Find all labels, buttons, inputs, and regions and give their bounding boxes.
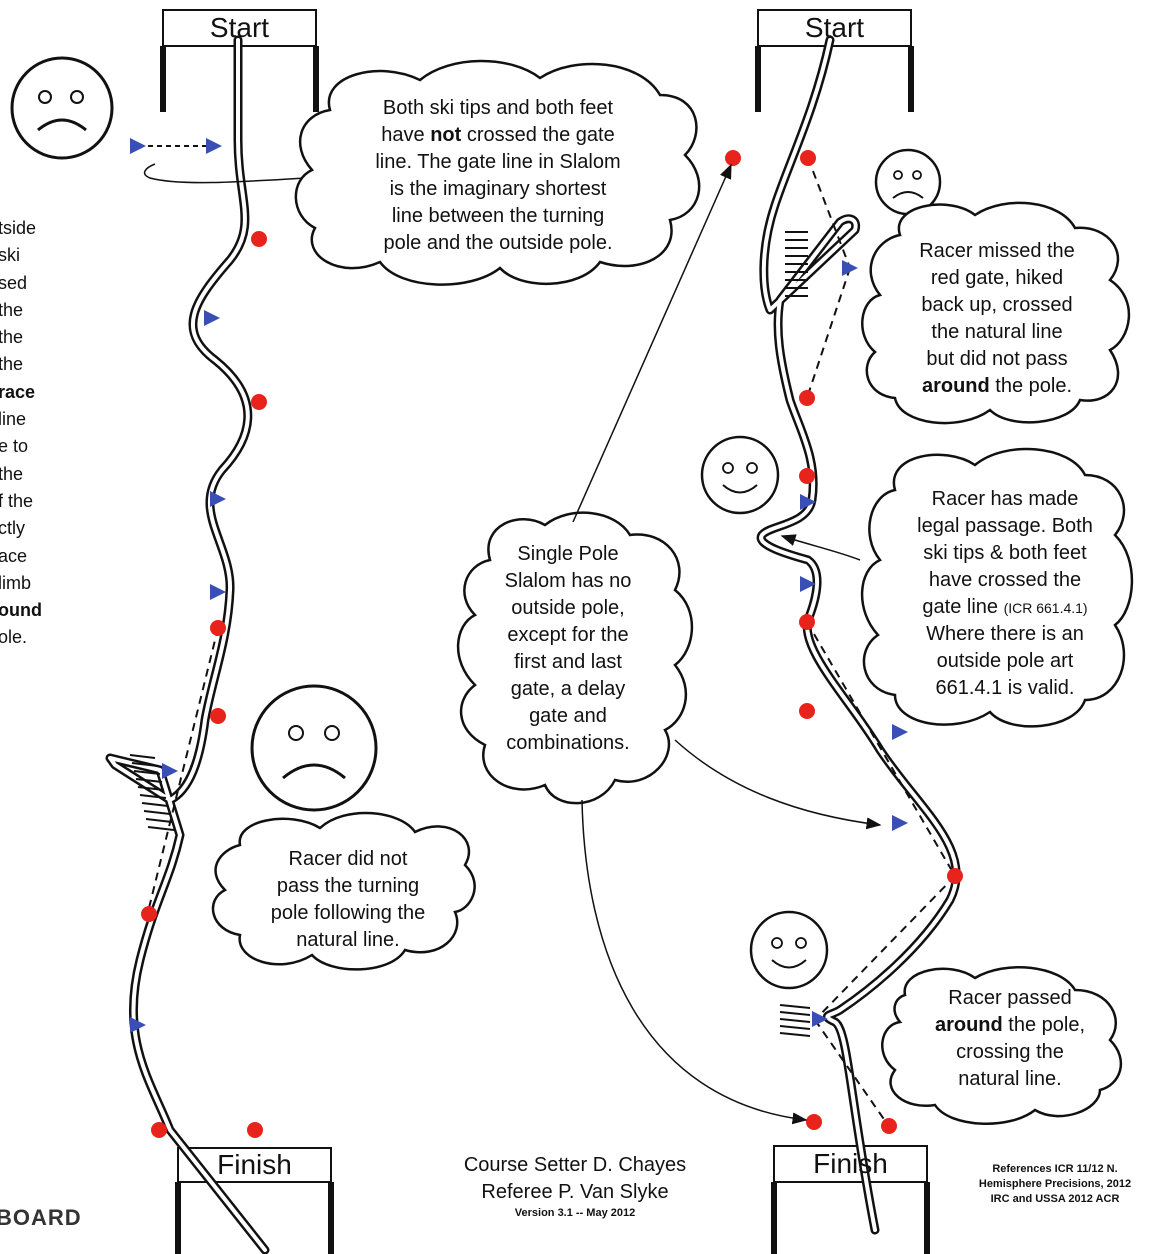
blue-flag — [206, 138, 222, 154]
red-gate — [799, 390, 815, 406]
not-passed-bubble-text: Racer did not pass the turning pole foll… — [270, 848, 426, 951]
logo-text: BOARD — [0, 1205, 82, 1230]
red-gate — [210, 708, 226, 724]
finish-label-left: Finish — [217, 1149, 292, 1180]
red-gate — [881, 1118, 897, 1134]
blue-flag — [210, 491, 226, 507]
cloud-bubble-gate-line — [294, 59, 701, 286]
credits: Course Setter D. Chayes Referee P. Van S… — [420, 1152, 730, 1221]
blue-flag — [162, 763, 178, 779]
blue-flag — [842, 260, 858, 276]
blue-flag — [892, 724, 908, 740]
sad-face-icon — [10, 56, 114, 160]
happy-face-icon — [700, 435, 780, 515]
ski-track-right — [756, 35, 961, 1235]
sad-face-icon — [250, 684, 378, 812]
around-bubble-text: Racer passed around the pole, crossing t… — [934, 987, 1086, 1090]
dashed-line-left-lower — [147, 627, 219, 913]
red-gate — [251, 231, 267, 247]
cloud-bubble-legal — [860, 447, 1134, 728]
red-gate — [251, 394, 267, 410]
red-gate — [806, 1114, 822, 1130]
red-gate — [800, 150, 816, 166]
cloud-bubble-around — [881, 966, 1122, 1125]
red-gates-left — [141, 231, 267, 1138]
red-gate — [799, 614, 815, 630]
gate-line-dashed-left — [143, 145, 306, 184]
references: References ICR 11/12 N. Hemisphere Preci… — [978, 1163, 1132, 1205]
course-setter: Course Setter D. Chayes — [463, 1154, 687, 1176]
happy-face-icon — [749, 910, 829, 990]
herringbone-marks-right — [785, 231, 808, 297]
gate-line-bubble-text: Both ski tips and both feet have not cro… — [375, 97, 621, 254]
cropped-explanation-text: tside ski sed the the the race line e to… — [0, 218, 42, 648]
callout-arrows — [572, 163, 882, 1125]
cloud-bubble-missed — [861, 201, 1130, 425]
blue-flag — [892, 815, 908, 831]
cloud-bubble-not-passed — [211, 811, 476, 971]
blue-flag — [800, 576, 816, 592]
red-gate — [947, 868, 963, 884]
red-gate — [799, 703, 815, 719]
legal-bubble-text: Racer has made legal passage. Both ski t… — [917, 488, 1093, 699]
red-gate — [247, 1122, 263, 1138]
finish-gate-right — [771, 1145, 930, 1254]
blue-flag — [812, 1011, 828, 1027]
red-gate — [141, 906, 157, 922]
blue-flags-left — [130, 138, 226, 1033]
cloud-bubble-single-pole — [456, 511, 694, 805]
start-label-left: Start — [209, 12, 270, 43]
start-label-right: Start — [804, 12, 865, 43]
version: Version 3.1 -- May 2012 — [514, 1207, 636, 1219]
blue-flags-right — [800, 260, 908, 1027]
red-gates-right — [725, 150, 963, 1134]
blue-flag — [130, 1017, 146, 1033]
blue-flag — [204, 310, 220, 326]
start-gate-right — [755, 9, 914, 112]
blue-flag — [210, 584, 226, 600]
dashed-lines-right — [806, 157, 956, 1126]
finish-gate-left — [175, 1147, 334, 1254]
herringbone-marks-right-lower — [779, 1004, 811, 1037]
red-gate — [799, 468, 815, 484]
herringbone-marks-left — [129, 754, 175, 831]
blue-flag — [800, 494, 816, 510]
ski-track-left — [105, 35, 270, 1254]
missed-bubble-text: Racer missed the red gate, hiked back up… — [919, 240, 1075, 397]
red-gate — [210, 620, 226, 636]
referee: Referee P. Van Slyke — [481, 1181, 669, 1203]
finish-label-right: Finish — [813, 1148, 888, 1179]
single-pole-bubble-text: Single Pole Slalom has no outside pole, … — [504, 543, 632, 754]
red-gate — [725, 150, 741, 166]
blue-flag — [130, 138, 146, 154]
red-gate — [151, 1122, 167, 1138]
